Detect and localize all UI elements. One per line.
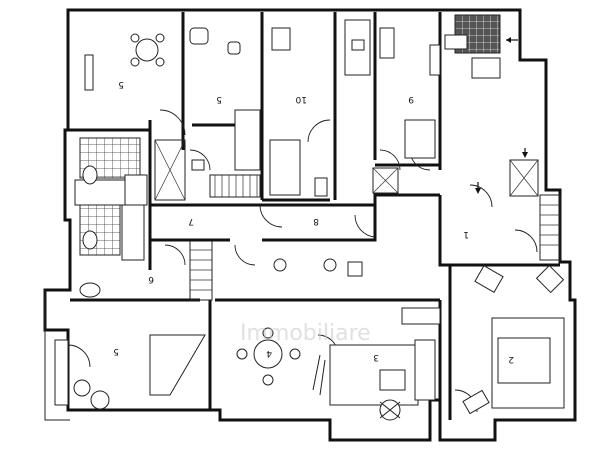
room-labels: 5 5 10 9 7 8 1 6 5 4 3 2 (113, 79, 514, 364)
corridors (150, 193, 560, 420)
room-label: 5 (113, 346, 119, 356)
room-label: 8 (313, 216, 319, 226)
room-label: 6 (148, 274, 154, 284)
watermark: Immobiliare (240, 321, 371, 346)
room-label: 2 (508, 354, 514, 364)
furniture (44, 19, 565, 421)
room-label: 9 (408, 94, 414, 104)
room-label: 1 (463, 229, 469, 239)
room-label: 3 (373, 352, 379, 362)
doors (67, 109, 538, 413)
room-label: 10 (295, 94, 307, 104)
room-label: 4 (266, 348, 272, 358)
room-label: 5 (216, 94, 222, 104)
entry-arrows (475, 148, 528, 194)
bathroom-block (70, 120, 200, 302)
room-label: 7 (188, 216, 194, 226)
room-label: 5 (118, 79, 124, 89)
top-rooms (66, 10, 442, 202)
